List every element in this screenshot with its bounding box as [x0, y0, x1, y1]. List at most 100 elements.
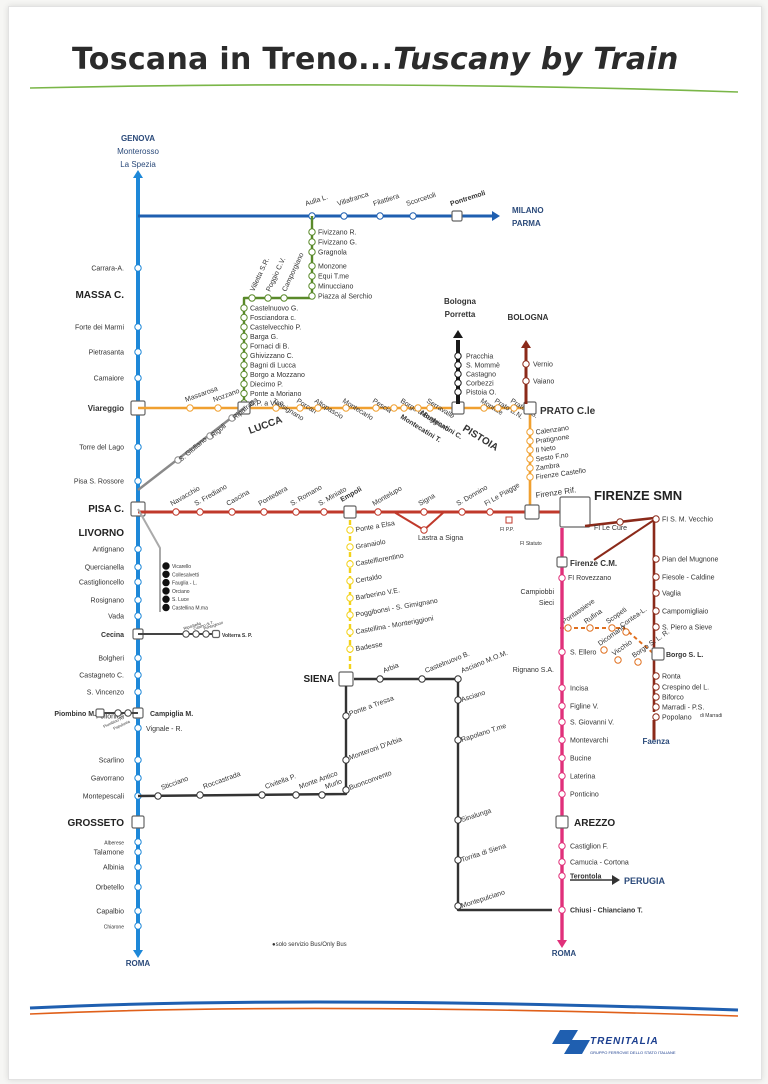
station-marker-casino-di-t — [192, 630, 200, 638]
station-label-la-spezia: La Spezia — [120, 160, 156, 169]
station-label-bologna: Bologna — [444, 297, 477, 306]
station-marker-ronta — [652, 672, 660, 680]
station-marker-borgo-s-l-r — [634, 658, 642, 666]
station-label-s-momm: S. Mommè — [466, 363, 500, 370]
station-marker-laterina — [558, 772, 566, 780]
hub-marker-grosseto — [131, 815, 145, 829]
station-label-vaglia: Vaglia — [662, 591, 681, 598]
station-label-chiarone: Chiarone — [104, 925, 125, 931]
page-title: Toscana in Treno...Tuscany by Train — [72, 42, 679, 77]
station-marker-asciano-m-o-m — [454, 675, 462, 683]
station-label-arbia: Arbia — [382, 662, 400, 675]
station-label-diecimo-p: Diecimo P. — [250, 382, 283, 389]
station-marker-ponteginori — [202, 630, 210, 638]
station-label-di-marradi: di Marradi — [700, 713, 722, 719]
station-label-ponte-a-elsa: Ponte a Elsa — [355, 520, 395, 534]
station-marker-torre-del-lago — [134, 443, 142, 451]
station-label-carrara-a: Carrara-A. — [91, 266, 124, 273]
station-label-scarlino: Scarlino — [99, 758, 124, 765]
station-label-camucia-cortona: Camucia - Cortona — [570, 860, 629, 867]
station-label-fi-le-cure: FI Le Cure — [594, 525, 627, 532]
station-marker-vaglia — [652, 589, 660, 597]
station-marker-villetta-s-r — [248, 294, 256, 302]
station-label-bolgheri: Bolgheri — [98, 656, 124, 663]
hub-marker-arezzo — [555, 815, 569, 829]
station-label-castelvecchio-p: Castelvecchio P. — [250, 325, 301, 332]
station-label-sesto-f-no: Sesto F.no — [535, 452, 569, 464]
title-underline — [29, 84, 739, 93]
siena-grosseto-line — [137, 686, 348, 798]
lucca-pisa-line — [137, 407, 245, 491]
station-label-il-neto: Il Neto — [535, 445, 556, 455]
station-label-talamone: Talamone — [94, 850, 124, 857]
station-label-vicarello: Vicarello — [172, 564, 191, 570]
station-label-aulla-l: Aulla L. — [304, 194, 328, 208]
station-marker-sticciano — [154, 792, 162, 800]
station-marker-vaiano — [522, 377, 530, 385]
station-marker-camaiore — [134, 374, 142, 382]
station-label-zambra: Zambra — [535, 462, 560, 472]
station-label-incisa: Incisa — [570, 686, 588, 693]
station-label-popolano: Popolano — [662, 715, 692, 722]
station-marker-fi-rovezzano — [558, 574, 566, 582]
station-marker-fivizzano-r — [308, 228, 316, 236]
station-label-sieci: Sieci — [539, 600, 555, 607]
station-label-fi-s-m-vecchio: FI S. M. Vecchio — [662, 517, 713, 524]
station-marker-civitella-p — [258, 791, 266, 799]
station-marker-prato-p-s — [510, 404, 518, 412]
station-marker-poggio-c-v — [264, 294, 272, 302]
station-marker-fi-le-cure — [616, 518, 624, 526]
station-marker-chiusi-chianciano-t — [558, 906, 566, 914]
station-marker-diecimo-p — [240, 380, 248, 388]
station-marker-fi-p-p — [505, 516, 513, 524]
station-marker-tassignano — [272, 404, 280, 412]
station-marker-ghivizzano-c — [240, 351, 248, 360]
station-label-castellina-m-ma: Castellina M.ma — [172, 606, 208, 612]
station-marker-carrara-a — [134, 264, 142, 272]
station-marker-altopascio — [314, 404, 322, 412]
station-label-vada: Vada — [108, 614, 124, 621]
station-label-gavorrano: Gavorrano — [91, 776, 124, 783]
station-marker-pracchia — [454, 352, 462, 360]
station-label-fivizzano-g: Fivizzano G. — [318, 240, 357, 247]
station-label-ronta: Ronta — [662, 674, 681, 681]
station-marker-pietrasanta — [134, 348, 142, 356]
station-label-borgo-s-l: Borgo S. L. — [666, 652, 703, 659]
station-marker-filattiera — [376, 212, 384, 220]
station-label-borgo-a-mozzano: Borgo a Mozzano — [250, 372, 305, 379]
station-marker-borgo-a-mozzano — [240, 370, 248, 379]
station-label-villafranca: Villafranca — [336, 191, 369, 208]
station-marker-porcari — [296, 404, 304, 412]
hub-marker-firenze-c-m — [556, 556, 568, 568]
station-label-filattiera: Filattiera — [372, 193, 400, 208]
station-marker-fornaci-di-b — [240, 342, 248, 350]
station-label-castagneto-c: Castagneto C. — [79, 673, 124, 680]
arrow-milano — [492, 211, 500, 221]
station-label-s-giuliano: S. Giuliano — [178, 436, 209, 463]
station-marker-antignano — [134, 545, 142, 553]
station-label-porretta: Porretta — [445, 310, 476, 319]
station-marker-prato-b-n — [494, 404, 502, 412]
station-label-rignano-s-a: Rignano S.A. — [513, 667, 554, 674]
station-label-ponte-a-tressa: Ponte a Tressa — [348, 695, 395, 718]
station-label-firenze-c-m: Firenze C.M. — [570, 559, 617, 568]
station-label-livorno: LIVORNO — [78, 528, 124, 539]
station-marker-terontola — [558, 872, 566, 880]
station-label-roma: ROMA — [126, 959, 151, 968]
firenze-cm-link — [593, 519, 655, 561]
station-marker-torrita-di-siena — [454, 856, 462, 864]
footer-swoosh-orange — [29, 1007, 739, 1017]
bus-note: ●solo servizio Bus/Only Bus — [272, 942, 347, 948]
station-marker-orbetello — [134, 883, 142, 891]
station-label-genova: GENOVA — [121, 134, 155, 143]
station-marker-fiesole-caldine — [652, 573, 660, 581]
station-label-vignale-r: Vignale - R. — [146, 726, 183, 733]
station-marker-serravalle — [426, 404, 434, 412]
station-marker-s-momm — [454, 361, 462, 369]
station-marker-forte-dei-marmi — [134, 323, 142, 331]
hub-marker-siena — [338, 671, 354, 687]
hub-marker-pontremoli — [451, 210, 463, 222]
station-marker-montepulciano — [454, 902, 462, 910]
station-marker-pontassieve — [564, 624, 572, 632]
station-marker-rufina — [586, 624, 594, 632]
